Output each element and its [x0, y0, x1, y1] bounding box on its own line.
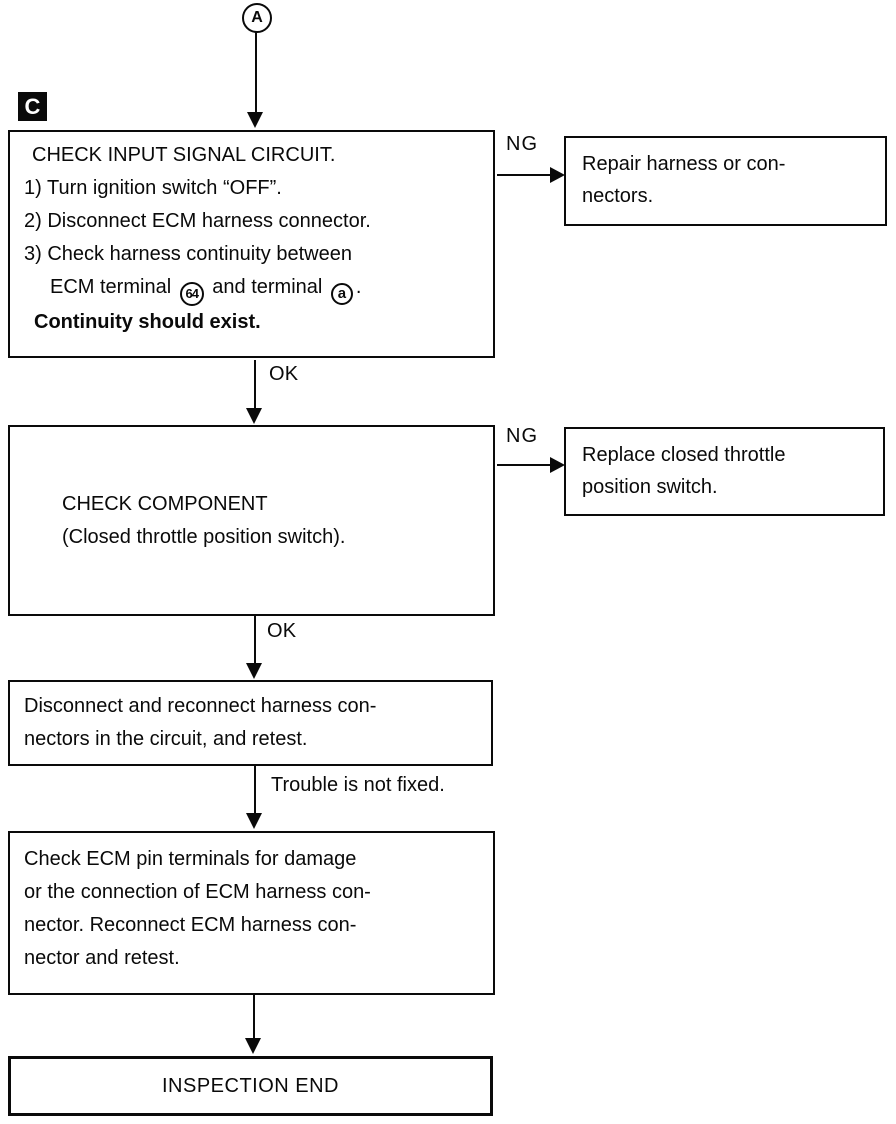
box1-step3: 3) Check harness continuity between [24, 243, 352, 265]
arrowhead-top [247, 112, 263, 128]
ng-label-2: NG [503, 425, 541, 448]
repair-harness-box: Repair harness or con- nectors. [564, 136, 887, 226]
connector-a-label: A [251, 9, 263, 26]
ng-label-1: NG [503, 133, 541, 156]
ok-arrowhead-1 [246, 408, 262, 424]
trouble-arrowhead [246, 813, 262, 829]
box1-step1: 1) Turn ignition switch “OFF”. [24, 177, 282, 199]
terminal-a-icon: a [330, 282, 353, 305]
box1-step2: 2) Disconnect ECM harness connector. [24, 210, 371, 232]
ng-arrowhead-2 [550, 457, 565, 473]
box1-title: CHECK INPUT SIGNAL CIRCUIT. [32, 144, 336, 166]
section-label-text: C [24, 93, 41, 119]
check-input-signal-box: CHECK INPUT SIGNAL CIRCUIT. 1) Turn igni… [8, 130, 495, 358]
box2-line2: (Closed throttle position switch). [62, 525, 346, 548]
ok-arrow-line-1 [254, 360, 256, 410]
check-ecm-pins-box: Check ECM pin terminals for damage or th… [8, 831, 495, 995]
ok-arrowhead-2 [246, 663, 262, 679]
trouble-label: Trouble is not fixed. [268, 774, 448, 797]
ok-label-2: OK [264, 620, 300, 643]
terminal-text-suffix: . [355, 276, 362, 298]
ng-arrow-line-1 [497, 174, 551, 176]
box1-note: Continuity should exist. [34, 310, 261, 333]
inspection-end-box: INSPECTION END [8, 1056, 493, 1116]
ng-arrowhead-1 [550, 167, 565, 183]
ok-label-1: OK [266, 363, 302, 386]
connector-a-circle: A [242, 3, 272, 33]
box2-line1: CHECK COMPONENT [62, 492, 268, 515]
ng-arrow-line-2 [497, 464, 551, 466]
reconnect-harness-box: Disconnect and reconnect harness con- ne… [8, 680, 493, 766]
trouble-arrow-line [254, 766, 256, 815]
end-arrowhead [245, 1038, 261, 1054]
terminal-64-icon: 64 [179, 281, 204, 306]
arrow-line-top [255, 31, 257, 113]
replace-switch-box: Replace closed throttle position switch. [564, 427, 885, 516]
terminal-text-mid: and terminal [212, 276, 323, 298]
ok-arrow-line-2 [254, 616, 256, 665]
end-arrow-line [253, 995, 255, 1040]
terminal-text-prefix: ECM terminal [50, 276, 172, 298]
section-label-c: C [18, 92, 47, 121]
inspection-end-label: INSPECTION END [161, 1074, 340, 1097]
check-component-box: CHECK COMPONENT (Closed throttle positio… [8, 425, 495, 616]
box1-step3-terminals: ECM terminal 64 and terminal a. [50, 271, 481, 306]
